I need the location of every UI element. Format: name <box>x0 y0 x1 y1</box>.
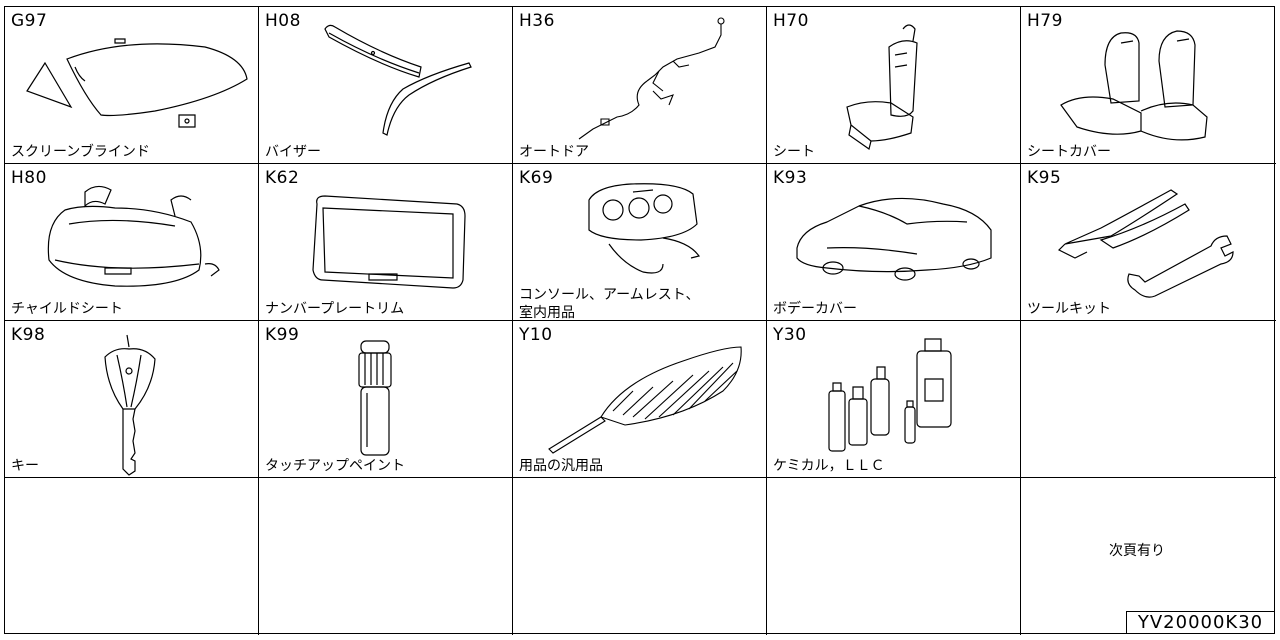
part-cell-h70[interactable]: H70 シート <box>767 7 1021 164</box>
part-cell-h36[interactable]: H36 オートドア <box>513 7 767 164</box>
next-page-note: 次頁有り <box>1109 540 1165 560</box>
document-id: YV20000K30 <box>1126 611 1274 633</box>
part-label: シートカバー <box>1027 143 1111 161</box>
part-label: チャイルドシート <box>11 300 123 318</box>
part-cell-k95[interactable]: K95 ツールキット <box>1021 164 1276 321</box>
part-label: タッチアップペイント <box>265 457 405 475</box>
visor-icon <box>259 7 513 164</box>
chemical-bottles-icon <box>767 321 1021 478</box>
part-cell-k62[interactable]: K62 ナンバープレートリム <box>259 164 513 321</box>
license-plate-rim-icon <box>259 164 513 321</box>
part-cell-k99[interactable]: K99 タッチアップペイント <box>259 321 513 478</box>
part-label: キー <box>11 457 39 475</box>
auto-door-icon <box>513 7 767 164</box>
part-label: スクリーンブラインド <box>11 143 150 161</box>
key-icon <box>5 321 259 478</box>
child-seat-icon <box>5 164 259 321</box>
screen-blind-icon <box>5 7 259 164</box>
part-label: バイザー <box>265 143 321 161</box>
part-label: シート <box>773 143 815 161</box>
empty-cell <box>5 478 259 635</box>
parts-index-grid: G97 スクリーンブラインド H08 バイザー H36 <box>4 6 1275 634</box>
part-label: コンソール、アームレスト、 室内用品 <box>519 286 699 322</box>
part-cell-k69[interactable]: K69 コンソール、アームレスト、 室内用品 <box>513 164 767 321</box>
part-label: オートドア <box>519 143 589 161</box>
part-label: ナンバープレートリム <box>265 300 404 318</box>
part-label: ボデーカバー <box>773 300 857 318</box>
part-cell-h08[interactable]: H08 バイザー <box>259 7 513 164</box>
tool-kit-icon <box>1021 164 1275 321</box>
duster-icon <box>513 321 767 478</box>
empty-cell <box>513 478 767 635</box>
touch-up-paint-icon <box>259 321 513 478</box>
part-cell-k93[interactable]: K93 ボデーカバー <box>767 164 1021 321</box>
empty-cell <box>767 478 1021 635</box>
part-cell-y30[interactable]: Y30 ケミカル，ＬＬＣ <box>767 321 1021 478</box>
part-cell-g97[interactable]: G97 スクリーンブラインド <box>5 7 259 164</box>
seat-icon <box>767 7 1021 164</box>
part-label: 用品の汎用品 <box>519 457 603 475</box>
empty-cell <box>1021 321 1276 478</box>
body-cover-icon <box>767 164 1021 321</box>
part-cell-y10[interactable]: Y10 用品の汎用品 <box>513 321 767 478</box>
part-cell-k98[interactable]: K98 キー <box>5 321 259 478</box>
part-cell-h79[interactable]: H79 シートカバー <box>1021 7 1276 164</box>
part-label: ケミカル，ＬＬＣ <box>773 457 885 475</box>
empty-cell <box>259 478 513 635</box>
part-cell-h80[interactable]: H80 チャイルドシート <box>5 164 259 321</box>
part-label: ツールキット <box>1027 300 1111 318</box>
seat-cover-icon <box>1021 7 1275 164</box>
